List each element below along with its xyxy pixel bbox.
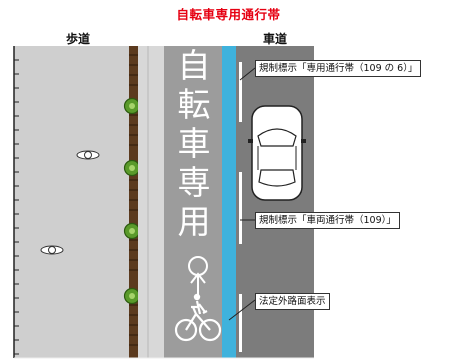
pedestrian-icon: [76, 150, 100, 160]
blue-lane-stripe: [222, 46, 236, 358]
shrub-icon: [123, 97, 141, 115]
lane-marking-char: 用: [177, 202, 211, 241]
lane-marking-char: 専: [177, 163, 211, 202]
bicycle-marking-icon: [174, 293, 222, 342]
lane-marking-char: 車: [177, 124, 211, 163]
callout-leader-lines: [228, 67, 256, 321]
lane-marking-char: 自: [177, 46, 211, 85]
sidewalk-edge-ticks: [14, 59, 19, 355]
car-icon: [248, 105, 306, 201]
shrub-icon: [123, 287, 141, 305]
shrub-icon: [123, 222, 141, 240]
direction-arrow-icon: [188, 256, 208, 296]
diagram-title: 自転車専用通行帯: [176, 7, 281, 22]
curb-gutter: [138, 46, 164, 358]
roadway: [236, 46, 314, 358]
sidewalk-header: 歩道: [66, 32, 91, 46]
callout-non-statutory-marking: 法定外路面表示: [255, 293, 330, 310]
lane-marking-char: 転: [177, 85, 211, 124]
planting-strip-texture: [129, 54, 138, 346]
callout-dedicated-lane-sign: 規制標示「専用通行帯（109 の 6）」: [255, 60, 422, 77]
planting-strip: [129, 46, 138, 358]
shrub-icon: [123, 159, 141, 177]
roadway-header: 車道: [263, 32, 288, 46]
pedestrian-icon: [40, 245, 64, 255]
sidewalk: [14, 46, 129, 358]
callout-vehicle-lane-sign: 規制標示「車両通行帯（109）」: [255, 212, 400, 229]
lane-line-dashed: [239, 62, 242, 352]
